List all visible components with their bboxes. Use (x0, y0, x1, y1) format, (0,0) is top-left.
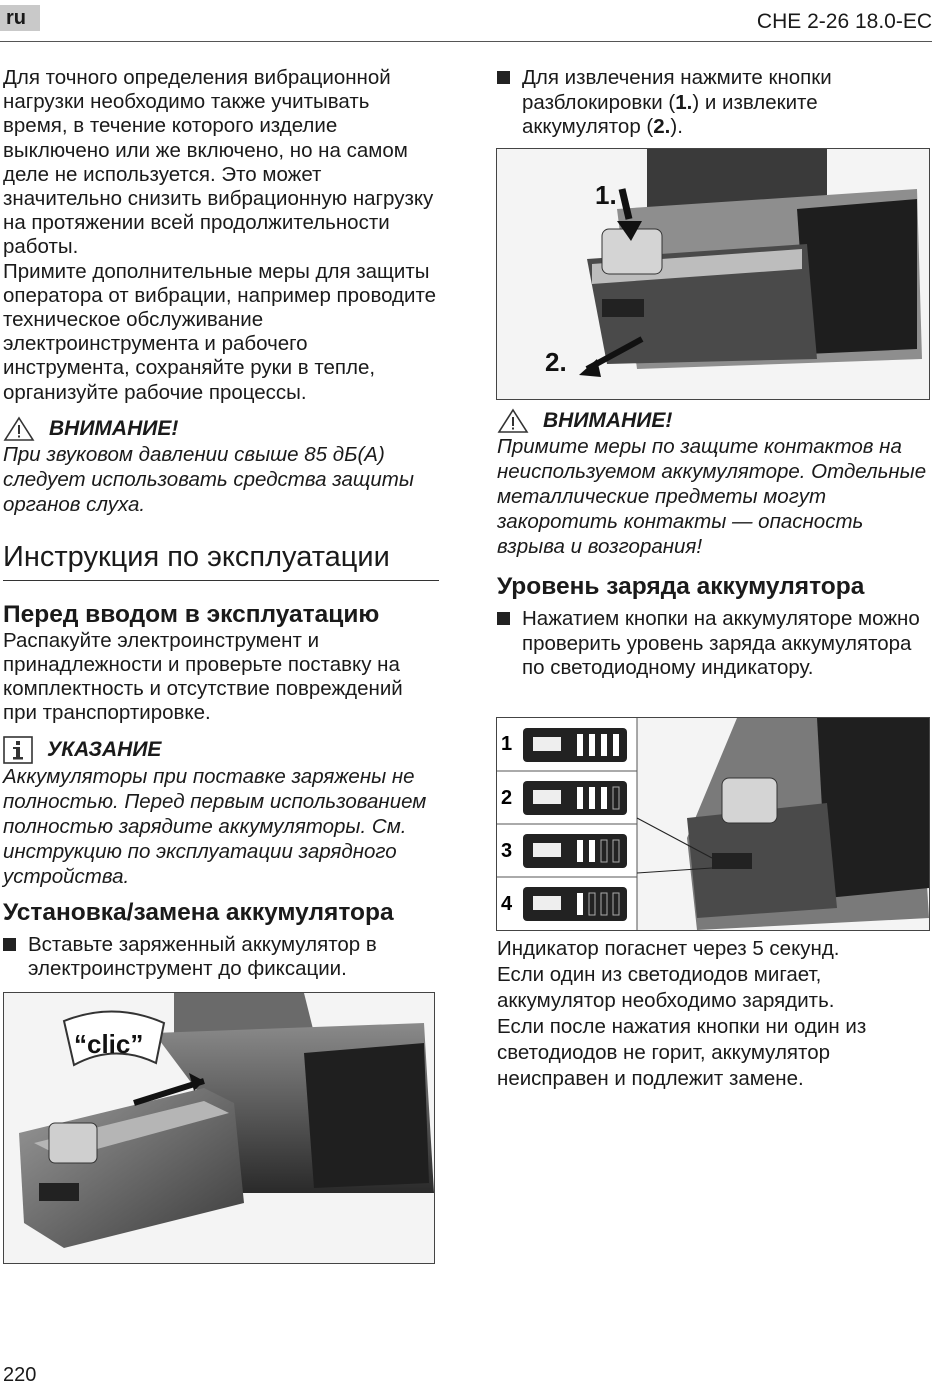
led-row-1: 1 (501, 728, 627, 762)
measures-paragraph: Примите дополнительные меры для защиты о… (3, 259, 437, 404)
bullet-square-icon (3, 937, 16, 951)
note-block: УКАЗАНИЕ Аккумуляторы при поставке заряж… (3, 735, 439, 889)
warning-triangle-icon (497, 408, 529, 433)
charge-bullet: Нажатием кнопки на аккумуляторе можно пр… (497, 607, 929, 681)
model-number: CHE 2-26 18.0-EC (756, 10, 932, 33)
svg-text:3: 3 (501, 840, 512, 862)
charge-level-illustration: 1 2 3 4 (497, 718, 929, 930)
section-title: Инструкция по эксплуатации (3, 541, 439, 581)
warning-title: ВНИМАНИЕ! (543, 409, 673, 432)
intro-paragraph: Для точного определения вибрационной наг… (3, 66, 434, 259)
warning-block: ВНИМАНИЕ! При звуковом давлении свыше 85… (3, 416, 439, 517)
language-badge: ru (0, 5, 40, 31)
page-number: 220 (3, 1364, 37, 1386)
right-column: Для извлечения нажмите кнопки разблокиро… (497, 66, 929, 140)
insert-battery-illustration: “clic” (4, 993, 434, 1263)
info-1: Индикатор погаснет через 5 секунд. (497, 937, 840, 960)
clic-label: “clic” (74, 1029, 143, 1059)
led-row-2: 2 (501, 781, 627, 815)
left-column: Для точного определения вибрационной наг… (3, 66, 439, 982)
right-column-lower: ВНИМАНИЕ! Примите меры по защите контакт… (497, 408, 929, 681)
led-row-4: 4 (501, 887, 627, 921)
info-icon (3, 735, 33, 764)
remove-bullet-text: Для извлечения нажмите кнопки разблокиро… (522, 66, 832, 139)
info-2: Если один из светодиодов мигает, аккумул… (497, 963, 835, 1012)
bullet-square-icon (497, 612, 510, 625)
svg-text:4: 4 (501, 893, 513, 915)
charge-info: Индикатор погаснет через 5 секунд. Если … (497, 936, 929, 1092)
before-use-text: Распакуйте электроинструмент и принадлеж… (3, 628, 403, 725)
charge-bullet-text: Нажатием кнопки на аккумуляторе можно пр… (522, 607, 920, 680)
warning-text: При звуковом давлении свыше 85 дБ(A) сле… (3, 442, 414, 516)
insert-battery-figure: “clic” (3, 992, 435, 1264)
note-title: УКАЗАНИЕ (47, 737, 162, 761)
warning-text: Примите меры по защите контактов на неис… (497, 435, 927, 558)
note-text: Аккумуляторы при поставке заряжены не по… (3, 764, 427, 888)
remove-bullet: Для извлечения нажмите кнопки разблокиро… (497, 66, 929, 140)
warning-block-2: ВНИМАНИЕ! Примите меры по защите контакт… (497, 408, 929, 559)
fig-label-1: 1. (595, 180, 617, 210)
before-use-title: Перед вводом в эксплуатацию (3, 600, 380, 628)
remove-battery-figure: 1. 2. (496, 148, 930, 400)
led-row-3: 3 (501, 834, 627, 868)
fig-label-2: 2. (545, 347, 567, 377)
info-3: Если после нажатия кнопки ни один из све… (497, 1015, 867, 1090)
install-title: Установка/замена аккумулятора (3, 898, 394, 926)
charge-level-figure: 1 2 3 4 (496, 717, 930, 931)
svg-text:2: 2 (501, 787, 512, 809)
install-bullet: Вставьте заряженный аккумулятор в электр… (3, 933, 439, 982)
remove-battery-illustration: 1. 2. (497, 149, 929, 399)
warning-triangle-icon (3, 416, 35, 441)
header-rule (0, 41, 932, 42)
svg-text:1: 1 (501, 733, 512, 755)
charge-title: Уровень заряда аккумулятора (497, 573, 865, 600)
warning-title: ВНИМАНИЕ! (49, 416, 179, 440)
bullet-square-icon (497, 71, 510, 84)
install-bullet-text: Вставьте заряженный аккумулятор в электр… (28, 932, 377, 981)
